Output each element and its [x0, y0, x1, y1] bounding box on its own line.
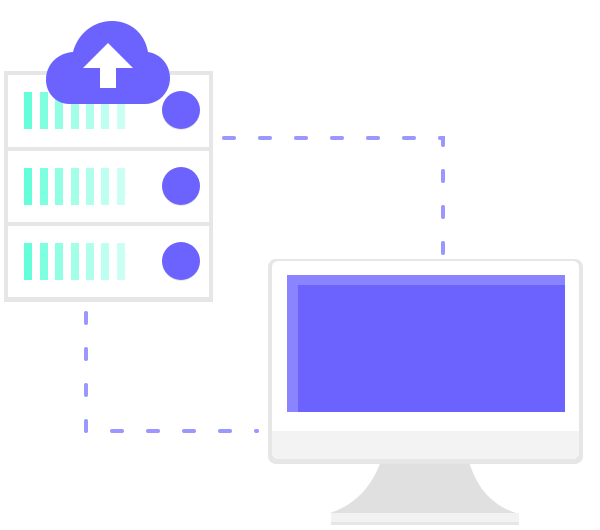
server-rack-icon — [4, 71, 213, 302]
connector-server-to-monitor-top — [222, 136, 445, 257]
monitor-stand — [330, 458, 516, 513]
status-light-3 — [162, 242, 200, 280]
status-light-2 — [162, 167, 200, 205]
server-unit-3 — [8, 226, 209, 297]
desktop-monitor-icon — [268, 259, 583, 525]
connector-server-to-monitor-bottom — [84, 311, 259, 433]
cloud-upload-icon — [46, 21, 170, 104]
server-unit-2 — [8, 151, 209, 222]
monitor-chin — [272, 431, 579, 459]
status-light-1 — [162, 91, 200, 129]
upload-arrow-icon — [83, 43, 133, 88]
